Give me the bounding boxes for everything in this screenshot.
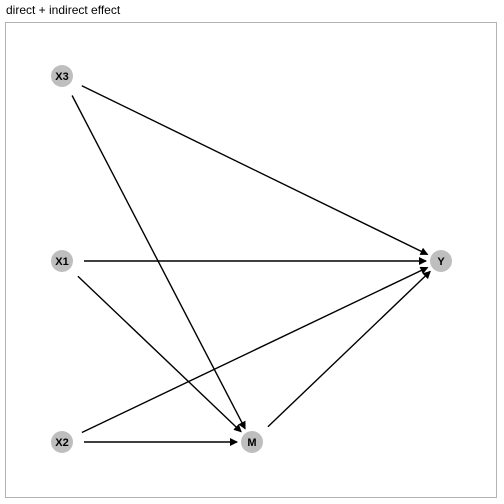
node-label: Y <box>437 256 445 268</box>
edge-x2-to-y <box>81 266 429 434</box>
node-label: X1 <box>55 256 68 268</box>
node-X1: X1 <box>51 250 73 272</box>
plot-panel <box>5 22 497 498</box>
edge-x1-to-m <box>77 275 242 433</box>
edges-group <box>71 85 431 446</box>
node-M: M <box>241 431 263 453</box>
node-circle <box>51 65 73 87</box>
node-X3: X3 <box>51 65 73 87</box>
edge-m-to-y <box>267 270 431 428</box>
node-circle <box>51 431 73 453</box>
node-Y: Y <box>430 250 452 272</box>
edge-x3-to-m <box>71 95 246 430</box>
edge-x3-to-y <box>81 85 429 256</box>
node-label: X3 <box>55 71 68 83</box>
node-circle <box>430 250 452 272</box>
diagram-title: direct + indirect effect <box>6 3 121 17</box>
node-X2: X2 <box>51 431 73 453</box>
node-label: X2 <box>55 437 68 449</box>
node-circle <box>51 250 73 272</box>
node-label: M <box>247 437 256 449</box>
node-circle <box>241 431 263 453</box>
